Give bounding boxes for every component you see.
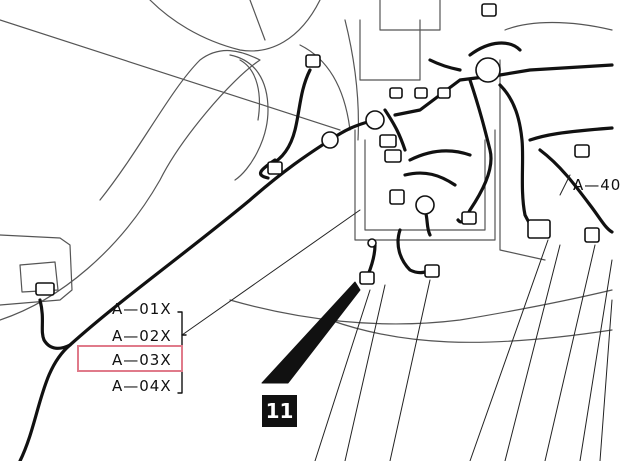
connector-label-a04x: A—04X xyxy=(112,377,172,395)
pointer-wedge xyxy=(261,281,361,384)
connector-label-a40: A—40 xyxy=(573,176,621,194)
connectors xyxy=(35,3,600,296)
figure-number-badge: 11 xyxy=(262,395,297,427)
leader-lines xyxy=(181,174,613,461)
connector-label-a03x: A—03X xyxy=(112,351,172,369)
main-harness xyxy=(18,41,614,461)
connector-label-a01x: A—01X xyxy=(112,300,172,318)
highlight-box xyxy=(77,345,183,372)
body-panel-outlines xyxy=(0,0,613,343)
connector-label-a02x: A—02X xyxy=(112,327,172,345)
